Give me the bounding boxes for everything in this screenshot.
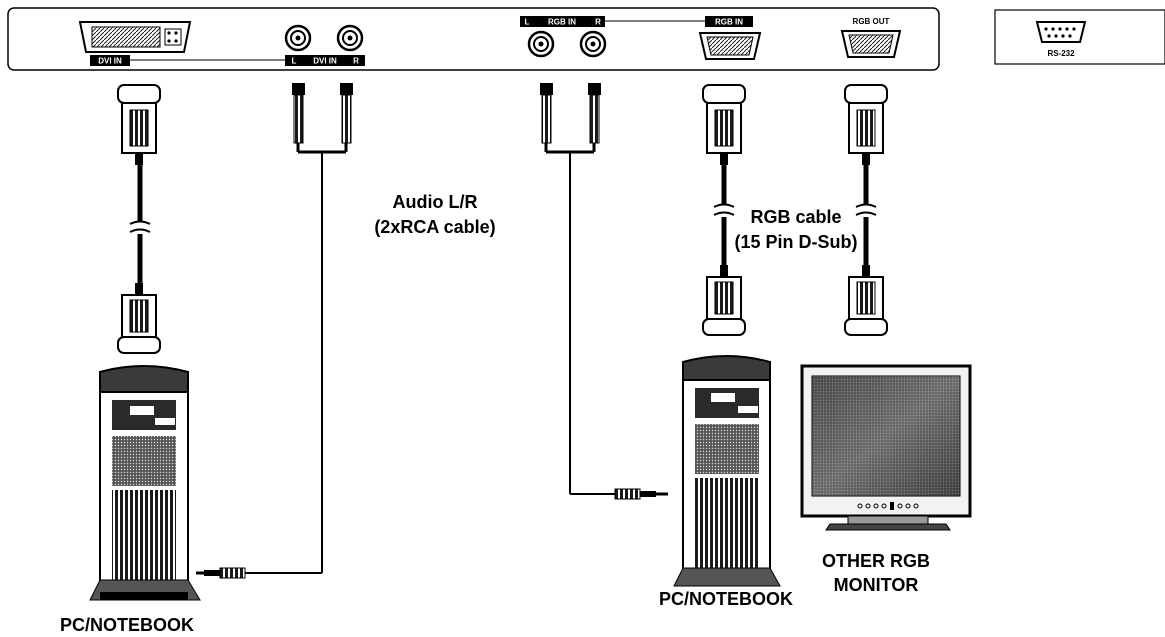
dvi-cable [117,84,161,354]
rgb-audio-middle-label: RGB IN [548,18,576,27]
back-panel: DVI IN L DVI IN R L RGB IN R [7,7,940,71]
rgb-out-cable [844,84,888,336]
rs232-panel: RS-232 [994,9,1165,65]
dvi-audio-left-label: L [292,57,297,66]
pc-tower-left [89,365,201,601]
dvi-audio-middle-label: DVI IN [313,57,337,66]
monitor-label-line1: OTHER RGB [822,551,930,571]
other-rgb-monitor [800,364,972,531]
rgb-cable-subtitle: (15 Pin D-Sub) [734,232,857,252]
rgb-audio-right-label: R [595,18,601,27]
rgb-cable-title: RGB cable [750,207,841,227]
audio-cable-subtitle: (2xRCA cable) [374,217,495,237]
rgb-out-label: RGB OUT [853,17,890,26]
rgb-out-port: RGB OUT [840,17,902,58]
rgb-in-cable [702,84,746,336]
dvi-in-label: DVI IN [98,57,122,66]
rgb-in-label: RGB IN [715,18,743,27]
dvi-audio-right-label: R [353,57,359,66]
rgb-audio-left-label: L [525,18,530,27]
rgb-in-port: RGB IN [698,16,762,60]
rgb-audio-jacks: L RGB IN R [520,16,705,58]
dvi-in-port: DVI IN [78,21,285,66]
pc-right-label: PC/NOTEBOOK [659,589,793,609]
monitor-label-line2: MONITOR [834,575,919,595]
rs232-label: RS-232 [1047,49,1075,58]
audio-cable-title: Audio L/R [393,192,478,212]
pc-left-label: PC/NOTEBOOK [60,615,194,635]
audio-cable-dvi [196,83,353,579]
dvi-audio-jacks: L DVI IN R [284,24,365,66]
audio-cable-rgb [540,83,668,500]
pc-tower-right [673,355,781,587]
